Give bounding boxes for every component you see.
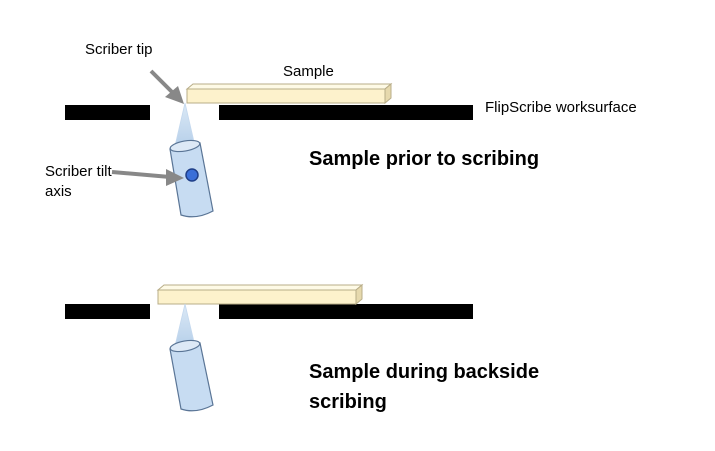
heading-during-scribing-line2: scribing <box>309 391 387 413</box>
label-worksurface: FlipScribe worksurface <box>485 99 637 116</box>
label-sample: Sample <box>283 63 334 80</box>
scriber-cylinder-bottom <box>169 339 214 412</box>
worksurface-right-bottom <box>219 304 473 319</box>
worksurface-left-top <box>65 105 150 120</box>
tilt-axis-arrow <box>111 169 184 186</box>
laser-beam-top <box>174 102 196 147</box>
worksurface-right-top <box>219 105 473 120</box>
label-scriber-tip: Scriber tip <box>85 41 153 58</box>
heading-prior-to-scribing: Sample prior to scribing <box>309 148 539 170</box>
worksurface-left-bottom <box>65 304 150 319</box>
panel-prior-to-scribing: Scriber tip Sample FlipScribe worksurfac… <box>45 41 637 218</box>
label-tilt-axis-line2: axis <box>45 183 72 200</box>
heading-during-scribing-line1: Sample during backside <box>309 361 539 383</box>
label-tilt-axis-line1: Scriber tilt <box>45 163 113 180</box>
sample-block-top <box>185 82 393 105</box>
laser-beam-bottom <box>174 303 196 347</box>
sample-block-bottom <box>156 283 364 306</box>
tilt-axis-dot <box>185 168 199 182</box>
panel-during-scribing: Sample during backside scribing <box>65 283 539 413</box>
scriber-tip-arrow <box>149 69 184 104</box>
